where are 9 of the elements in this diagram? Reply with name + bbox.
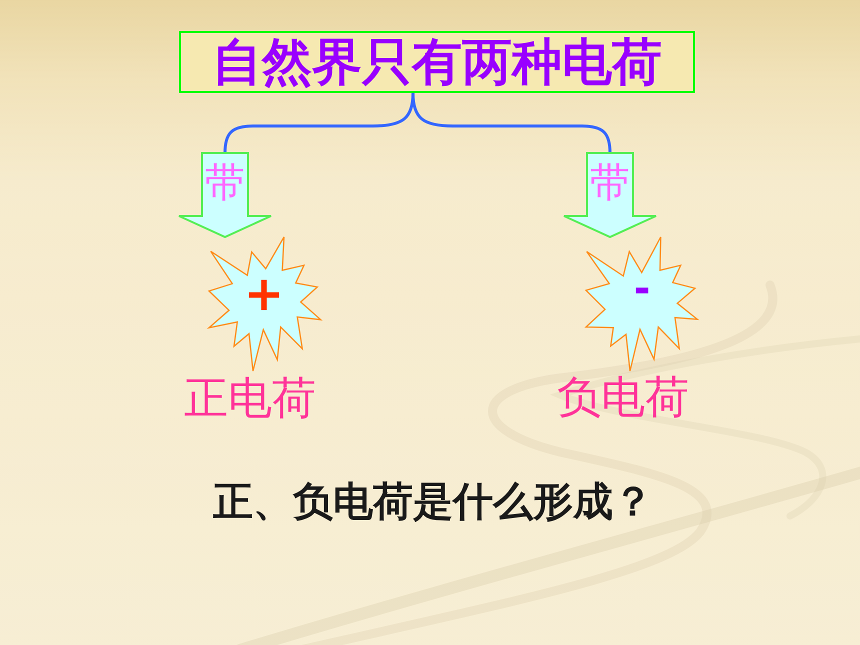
- edge-label: 带: [205, 163, 245, 203]
- title-banner: [179, 31, 695, 93]
- charge-sign: +: [244, 270, 284, 318]
- charge-label: 负电荷: [556, 374, 690, 422]
- title-text: 自然界只有两种电荷: [212, 34, 662, 90]
- edge-label: 带: [590, 163, 630, 203]
- charge-sign: -: [634, 269, 650, 309]
- question-text: 正、负电荷是什么形成？: [212, 478, 654, 526]
- charge-label: 正电荷: [183, 375, 317, 424]
